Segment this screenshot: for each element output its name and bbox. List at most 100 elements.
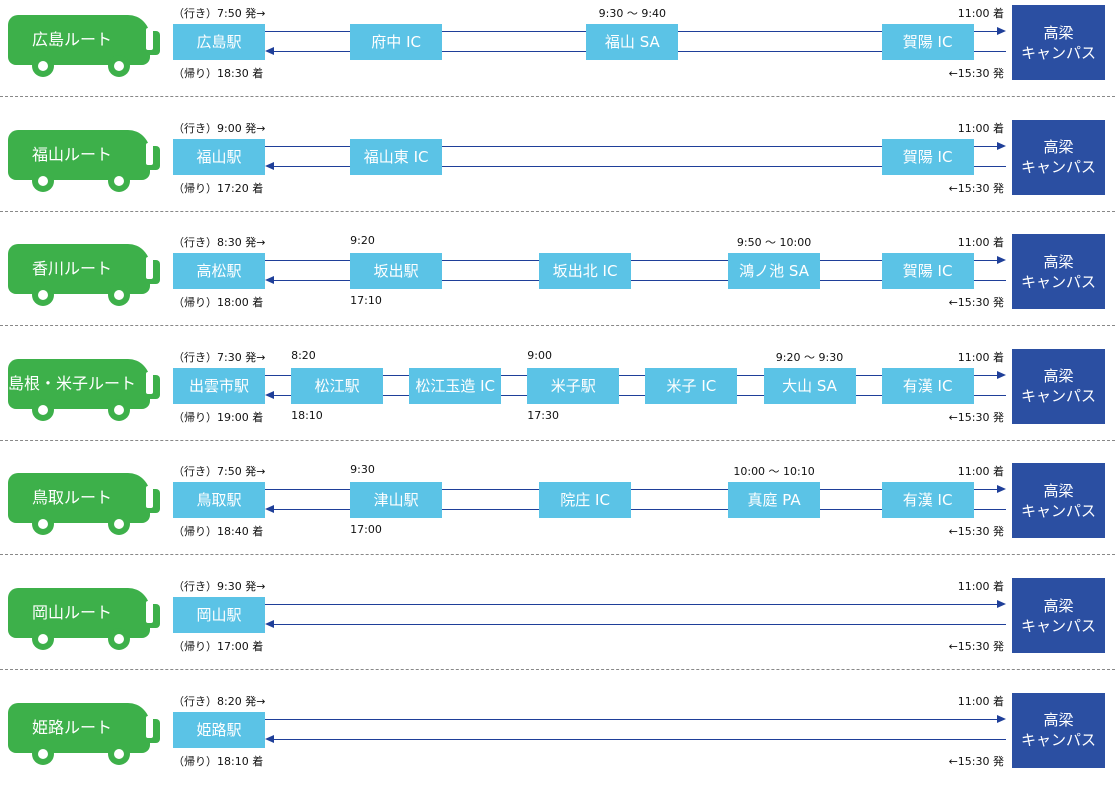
arrow-left-icon	[265, 47, 274, 55]
bus-icon: 広島ルート	[8, 15, 160, 65]
bus-window-icon	[146, 257, 153, 280]
outbound-line	[265, 718, 998, 720]
campus-departure-time: ←15:30 発	[948, 410, 1004, 424]
campus-box: 高梁キャンパス	[1012, 578, 1105, 653]
bus-icon: 福山ルート	[8, 129, 160, 180]
campus-arrival-time: 11:00 着	[957, 694, 1004, 708]
return-time: 18:10	[291, 408, 323, 422]
bus-route-badge: 広島ルート	[8, 15, 160, 77]
campus-box: 高梁キャンパス	[1012, 692, 1105, 768]
stop-box: 姫路駅	[173, 711, 265, 748]
arrow-left-icon	[265, 620, 274, 628]
route-name: 岡山ルート	[31, 603, 112, 622]
stop-box: 真庭 PA	[728, 482, 821, 519]
stop-box: 津山駅	[350, 482, 443, 519]
route-name: 香川ルート	[31, 259, 112, 279]
bus-wheel-icon	[32, 55, 54, 77]
bus-route-badge: 岡山ルート	[8, 588, 160, 650]
campus-name-line1: 高梁	[1043, 23, 1074, 42]
outbound-line	[265, 260, 998, 262]
route-separator	[0, 96, 1115, 97]
departure-time: （行き）9:00 発→	[173, 121, 266, 135]
return-time: 17:00	[350, 523, 382, 537]
bus-wheel-icon	[108, 284, 130, 307]
outbound-time: 9:20	[350, 234, 375, 248]
campus-arrival-time: 11:00 着	[957, 350, 1004, 364]
bus-wheel-icon	[108, 742, 130, 765]
return-time: 17:10	[350, 294, 382, 308]
campus-name-line2: キャンパス	[1020, 158, 1096, 177]
return-time: 17:30	[527, 408, 559, 422]
arrow-right-icon	[997, 256, 1006, 265]
bus-icon: 姫路ルート	[8, 702, 160, 753]
return-arrival-time: （帰り）18:30 着	[173, 67, 264, 80]
bus-route-badge: 香川ルート	[8, 244, 160, 307]
arrow-right-icon	[997, 370, 1006, 379]
campus-departure-time: ←15:30 発	[948, 525, 1004, 539]
outbound-line	[265, 604, 998, 605]
return-arrival-time: （帰り）18:00 着	[173, 296, 264, 310]
bus-route-badge: 島根・米子ルート	[8, 358, 160, 421]
return-line	[273, 624, 1006, 625]
route-name: 福山ルート	[31, 144, 112, 164]
bus-wheel-icon	[108, 398, 130, 421]
stop-box: 賀陽 IC	[881, 24, 974, 60]
departure-time: （行き）8:20 発→	[173, 694, 266, 708]
bus-wheel-icon	[32, 513, 54, 536]
bus-wheel-icon	[32, 398, 54, 421]
return-line	[273, 165, 1006, 167]
departure-time: （行き）8:30 発→	[173, 236, 266, 250]
campus-name-line2: キャンパス	[1020, 731, 1096, 750]
bus-wheel-icon	[32, 628, 54, 650]
arrow-right-icon	[997, 714, 1006, 723]
stop-box: 松江玉造 IC	[409, 367, 502, 404]
arrow-right-icon	[997, 600, 1006, 608]
stop-box: 米子 IC	[645, 367, 738, 404]
bus-window-icon	[146, 371, 153, 394]
bus-wheel-icon	[32, 284, 54, 307]
campus-box: 高梁キャンパス	[1012, 348, 1105, 424]
campus-name-line2: キャンパス	[1020, 501, 1096, 520]
campus-box: 高梁キャンパス	[1012, 234, 1105, 310]
stop-box: 府中 IC	[350, 24, 443, 60]
departure-time: （行き）7:50 発→	[173, 465, 266, 479]
stop-box: 院庄 IC	[539, 482, 632, 519]
campus-name-line2: キャンパス	[1020, 616, 1096, 635]
campus-name-line1: 高梁	[1043, 481, 1074, 500]
campus-departure-time: ←15:30 発	[948, 67, 1004, 80]
return-line	[273, 280, 1006, 282]
stop-box: 賀陽 IC	[881, 138, 974, 175]
arrow-left-icon	[265, 390, 274, 399]
outbound-time: 9:00	[527, 348, 552, 362]
route-separator	[0, 669, 1115, 670]
departure-time: （行き）7:50 発→	[173, 7, 266, 20]
stop-box: 有漢 IC	[881, 367, 974, 404]
bus-wheel-icon	[108, 55, 130, 77]
stop-box: 福山 SA	[586, 24, 679, 60]
route-name: 鳥取ルート	[31, 488, 112, 508]
return-line	[273, 738, 1006, 740]
arrow-left-icon	[265, 505, 274, 514]
bus-window-icon	[146, 28, 153, 50]
stop-box: 大山 SA	[763, 367, 856, 404]
bus-wheel-icon	[108, 169, 130, 192]
outbound-line	[265, 489, 998, 491]
campus-name-line1: 高梁	[1043, 711, 1074, 730]
route-name: 姫路ルート	[31, 717, 112, 737]
bus-route-badge: 福山ルート	[8, 129, 160, 192]
bus-icon: 鳥取ルート	[8, 473, 160, 524]
campus-name-line2: キャンパス	[1020, 272, 1096, 291]
bus-window-icon	[146, 142, 153, 165]
outbound-line	[265, 374, 998, 376]
campus-name-line1: 高梁	[1043, 367, 1074, 386]
campus-arrival-time: 11:00 着	[957, 236, 1004, 250]
arrow-right-icon	[997, 485, 1006, 494]
outbound-time: 9:30	[350, 463, 375, 477]
bus-icon: 岡山ルート	[8, 588, 160, 638]
outbound-line	[265, 145, 998, 147]
return-arrival-time: （帰り）19:00 着	[173, 410, 264, 424]
